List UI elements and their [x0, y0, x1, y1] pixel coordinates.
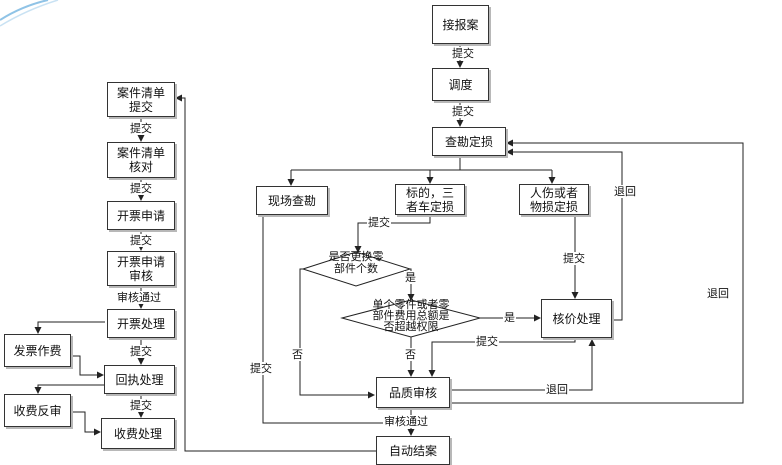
- node-injury-loss: 人伤或者 物损定损: [519, 184, 589, 215]
- edge-label-submit: 提交: [562, 252, 586, 265]
- edge-void-receipt: [71, 355, 104, 379]
- edge-label-submit: 提交: [451, 105, 475, 118]
- edge-label-review-pass: 审核通过: [116, 291, 162, 304]
- node-fee-collect: 收费处理: [101, 418, 175, 449]
- edge-quality-return-pricing: [450, 339, 596, 391]
- edge-label-submit: 提交: [249, 362, 273, 375]
- edge-pricing-quality: [428, 338, 576, 377]
- edge-label-return: 退回: [545, 383, 569, 396]
- edge-label-no: 否: [404, 348, 417, 361]
- node-fee-reverse: 收费反审: [4, 394, 71, 427]
- edge-close-caselist: [175, 94, 376, 452]
- node-onsite-survey: 现场查勘: [256, 186, 328, 215]
- node-case-list-submit: 案件清单 提交: [107, 82, 175, 117]
- node-quality-review: 品质审核: [376, 377, 450, 408]
- edge-label-return: 退回: [706, 287, 730, 300]
- edge-label-submit: 提交: [129, 182, 153, 195]
- edge-label-submit: 提交: [475, 335, 499, 348]
- node-invoice-request: 开票申请: [107, 201, 175, 230]
- node-dispatch: 调度: [432, 68, 489, 101]
- node-invoice-void: 发票作费: [4, 334, 71, 367]
- edge-label-yes: 是: [503, 311, 516, 324]
- decision-amount-limit-shape: [340, 299, 482, 338]
- node-invoice-process: 开票处理: [107, 309, 175, 338]
- edge-label-submit: 提交: [367, 216, 391, 229]
- decision-amount-limit-label: 单个零件或者零 部件费用总额是 否超越权限: [372, 298, 450, 333]
- decorative-swoosh: [0, 0, 49, 21]
- edge-label-yes: 是: [404, 271, 417, 284]
- edge-reverse-fee: [71, 411, 101, 436]
- edge-label-no: 否: [291, 348, 304, 361]
- node-invoice-review: 开票申请 审核: [107, 251, 175, 286]
- edge-label-return: 退回: [613, 185, 637, 198]
- node-pricing: 核价处理: [541, 299, 612, 338]
- edge-label-submit: 提交: [129, 399, 153, 412]
- edge-decision1-no: [299, 268, 375, 399]
- node-receipt-process: 回执处理: [104, 365, 175, 394]
- edge-label-submit: 提交: [129, 122, 153, 135]
- node-case-list-check: 案件清单 核对: [107, 142, 175, 178]
- edge-quality-return-survey: [450, 139, 744, 404]
- node-auto-close: 自动结案: [376, 436, 450, 465]
- edge-invoice-void: [34, 321, 105, 334]
- decision-part-replace-label: 是否更换零 部件个数: [328, 250, 384, 275]
- edge-label-submit: 提交: [129, 234, 153, 247]
- decision-part-replace-shape: [301, 251, 412, 287]
- edge-onsite-close: [262, 215, 411, 424]
- edge-label-review-pass: 审核通过: [383, 415, 429, 428]
- node-receive-report: 接报案: [432, 5, 489, 44]
- node-survey-loss: 查勘定损: [432, 127, 506, 156]
- edge-label-submit: 提交: [129, 345, 153, 358]
- node-vehicle-loss: 标的，三 者车定损: [395, 184, 465, 215]
- edge-receipt-reverse: [34, 384, 105, 394]
- edge-pricing-return: [506, 148, 623, 321]
- edge-label-submit: 提交: [451, 47, 475, 60]
- decorative-swoosh-2: [0, 0, 59, 27]
- edge-vehicle-decision1: [354, 215, 431, 253]
